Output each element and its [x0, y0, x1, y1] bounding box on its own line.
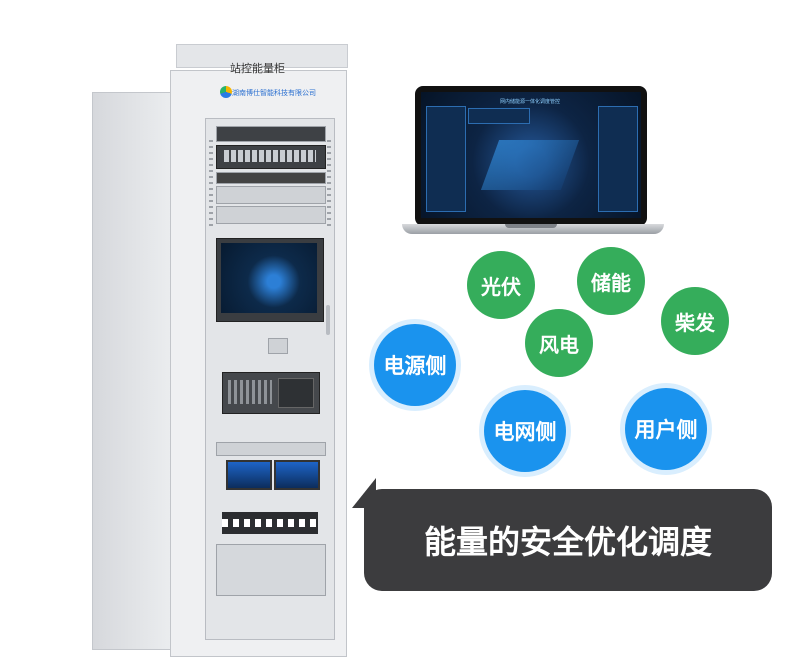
- cabinet-side-panel: [92, 92, 176, 650]
- cabinet-top: [176, 44, 348, 68]
- callout-banner: 能量的安全优化调度: [364, 489, 772, 591]
- door-handle-icon: [326, 305, 330, 335]
- vent-icon: [209, 140, 213, 230]
- vent-icon: [228, 380, 272, 404]
- dashboard-left-panel: [426, 106, 466, 212]
- dashboard-top-panel: [468, 108, 530, 124]
- rack-blank-panel: [216, 544, 326, 596]
- battery-drawer: [222, 512, 318, 534]
- callout-text: 能量的安全优化调度: [423, 523, 712, 561]
- tag-energy-storage: 储能: [577, 247, 645, 315]
- rack-small-screen: [274, 460, 320, 490]
- laptop-notch: [505, 224, 557, 228]
- rack-latch: [268, 338, 288, 354]
- company-logo-icon: [220, 86, 232, 98]
- rack-unit: [216, 126, 326, 142]
- cabinet-company: 湖南博仕智能科技有限公司: [232, 89, 316, 97]
- tag-photovoltaic: 光伏: [467, 251, 535, 319]
- drive-bay: [278, 378, 314, 408]
- rack-unit: [216, 442, 326, 456]
- dashboard-right-panel: [598, 106, 638, 212]
- tag-diesel-generator: 柴发: [661, 287, 729, 355]
- laptop-base: [402, 224, 664, 234]
- cabinet-label: 站控能量柜: [230, 62, 285, 75]
- tag-wind-power: 风电: [525, 309, 593, 377]
- tag-user-side: 用户侧: [625, 388, 707, 470]
- rack-blank-panel: [216, 206, 326, 224]
- switch-ports-icon: [224, 150, 316, 162]
- tag-source-side: 电源侧: [374, 324, 456, 406]
- rack-monitor-screen: [221, 243, 317, 313]
- tag-grid-side: 电网侧: [484, 390, 566, 472]
- rack-small-screen: [226, 460, 272, 490]
- vent-icon: [327, 140, 331, 230]
- rack-blank-panel: [216, 186, 326, 204]
- rack-unit: [216, 172, 326, 184]
- laptop-screen-title: 网内储能源一体化调度管控: [499, 99, 560, 105]
